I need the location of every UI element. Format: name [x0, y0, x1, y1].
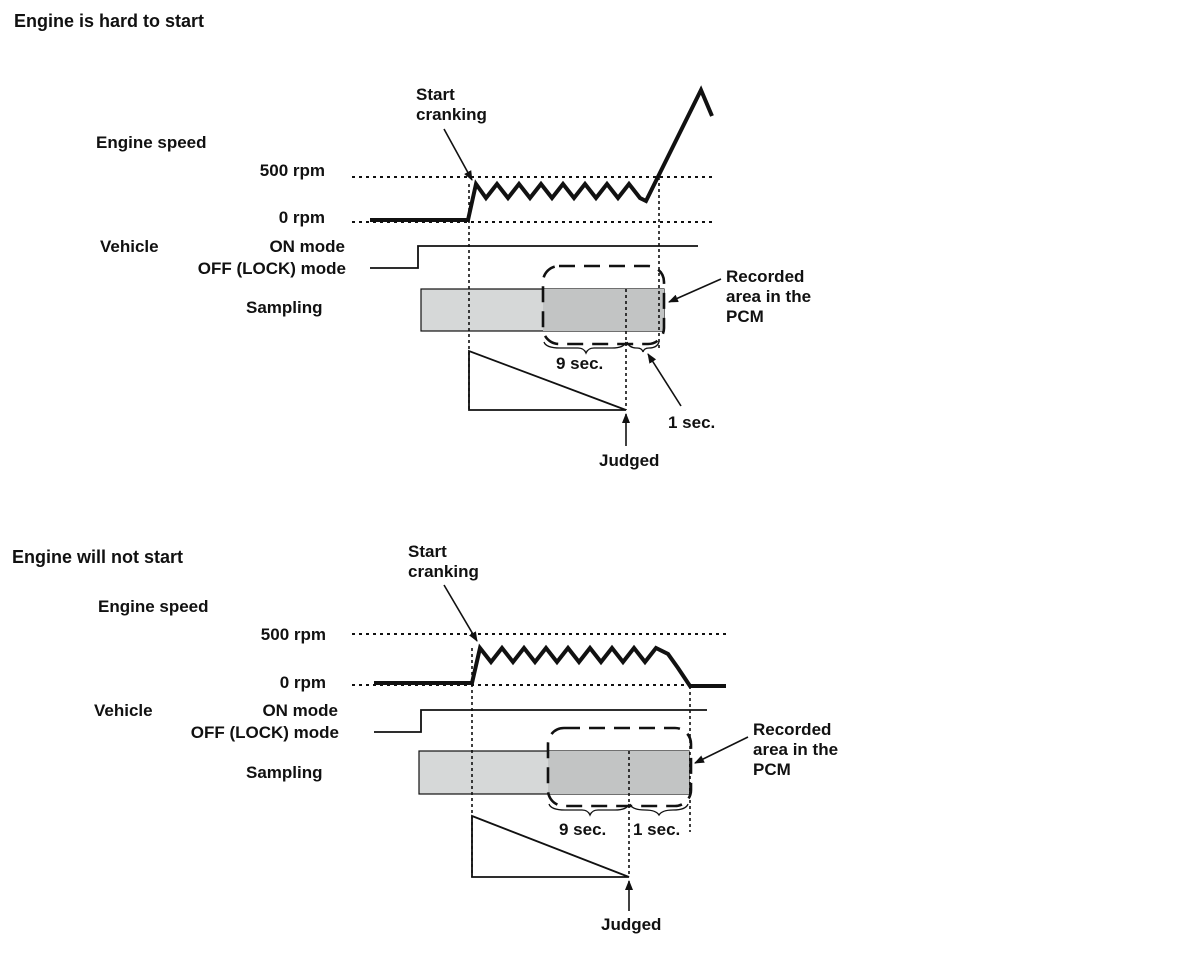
one-sec-label: 1 sec. — [668, 413, 715, 432]
rpm-500-label: 500 rpm — [261, 625, 326, 644]
sampling-label: Sampling — [246, 298, 323, 317]
engine-speed-trace — [370, 85, 714, 222]
off-lock-mode-label: OFF (LOCK) mode — [198, 259, 346, 278]
recorded-area-label-line1: Recorded — [726, 267, 804, 286]
nine-sec-brace — [543, 341, 627, 355]
start-cranking-label-line1: Start — [408, 542, 447, 561]
recorded-area-fill — [548, 751, 689, 794]
one-sec-arrow — [647, 353, 682, 407]
judged-label: Judged — [601, 915, 661, 934]
rpm-0-label: 0 rpm — [280, 673, 326, 692]
nine-sec-brace — [548, 803, 630, 817]
vehicle-mode-trace — [374, 709, 707, 733]
nine-sec-label: 9 sec. — [556, 354, 603, 373]
on-mode-label: ON mode — [269, 237, 345, 256]
recorded-area-label-line1: Recorded — [753, 720, 831, 739]
judgment-countdown-triangle — [471, 814, 630, 878]
hard-to-start-diagram: Engine is hard to start Start cranking E… — [14, 11, 811, 470]
on-mode-label: ON mode — [262, 701, 338, 720]
nine-sec-label: 9 sec. — [559, 820, 606, 839]
recorded-area-dashed-outline — [541, 264, 666, 346]
start-cranking-arrow — [443, 584, 478, 642]
recorded-area-fill — [543, 289, 664, 331]
start-cranking-arrow — [443, 128, 473, 181]
recorded-area-label-line2: area in the — [726, 287, 811, 306]
vehicle-mode-trace — [370, 245, 698, 269]
recorded-area-arrow — [694, 736, 749, 764]
will-not-start-diagram: Engine will not start Start cranking Eng… — [12, 542, 838, 934]
rpm-0-label: 0 rpm — [279, 208, 325, 227]
sampling-label: Sampling — [246, 763, 323, 782]
one-sec-brace — [626, 341, 660, 353]
recorded-area-dashed-outline — [546, 726, 693, 808]
judged-label: Judged — [599, 451, 659, 470]
recorded-area-label-line2: area in the — [753, 740, 838, 759]
one-sec-label: 1 sec. — [633, 820, 680, 839]
heading-hard-to-start: Engine is hard to start — [14, 11, 204, 31]
recorded-area-label-line3: PCM — [726, 307, 764, 326]
judgment-countdown-triangle — [468, 349, 627, 411]
start-cranking-label-line1: Start — [416, 85, 455, 104]
recorded-area-arrow — [668, 278, 722, 303]
vehicle-label: Vehicle — [100, 237, 159, 256]
engine-speed-trace — [374, 643, 726, 688]
rpm-500-label: 500 rpm — [260, 161, 325, 180]
recorded-area-label-line3: PCM — [753, 760, 791, 779]
start-cranking-label-line2: cranking — [416, 105, 487, 124]
engine-speed-label: Engine speed — [96, 133, 207, 152]
vehicle-label: Vehicle — [94, 701, 153, 720]
engine-speed-label: Engine speed — [98, 597, 209, 616]
start-cranking-label-line2: cranking — [408, 562, 479, 581]
off-lock-mode-label: OFF (LOCK) mode — [191, 723, 339, 742]
heading-will-not-start: Engine will not start — [12, 547, 183, 567]
one-sec-brace — [629, 803, 689, 817]
